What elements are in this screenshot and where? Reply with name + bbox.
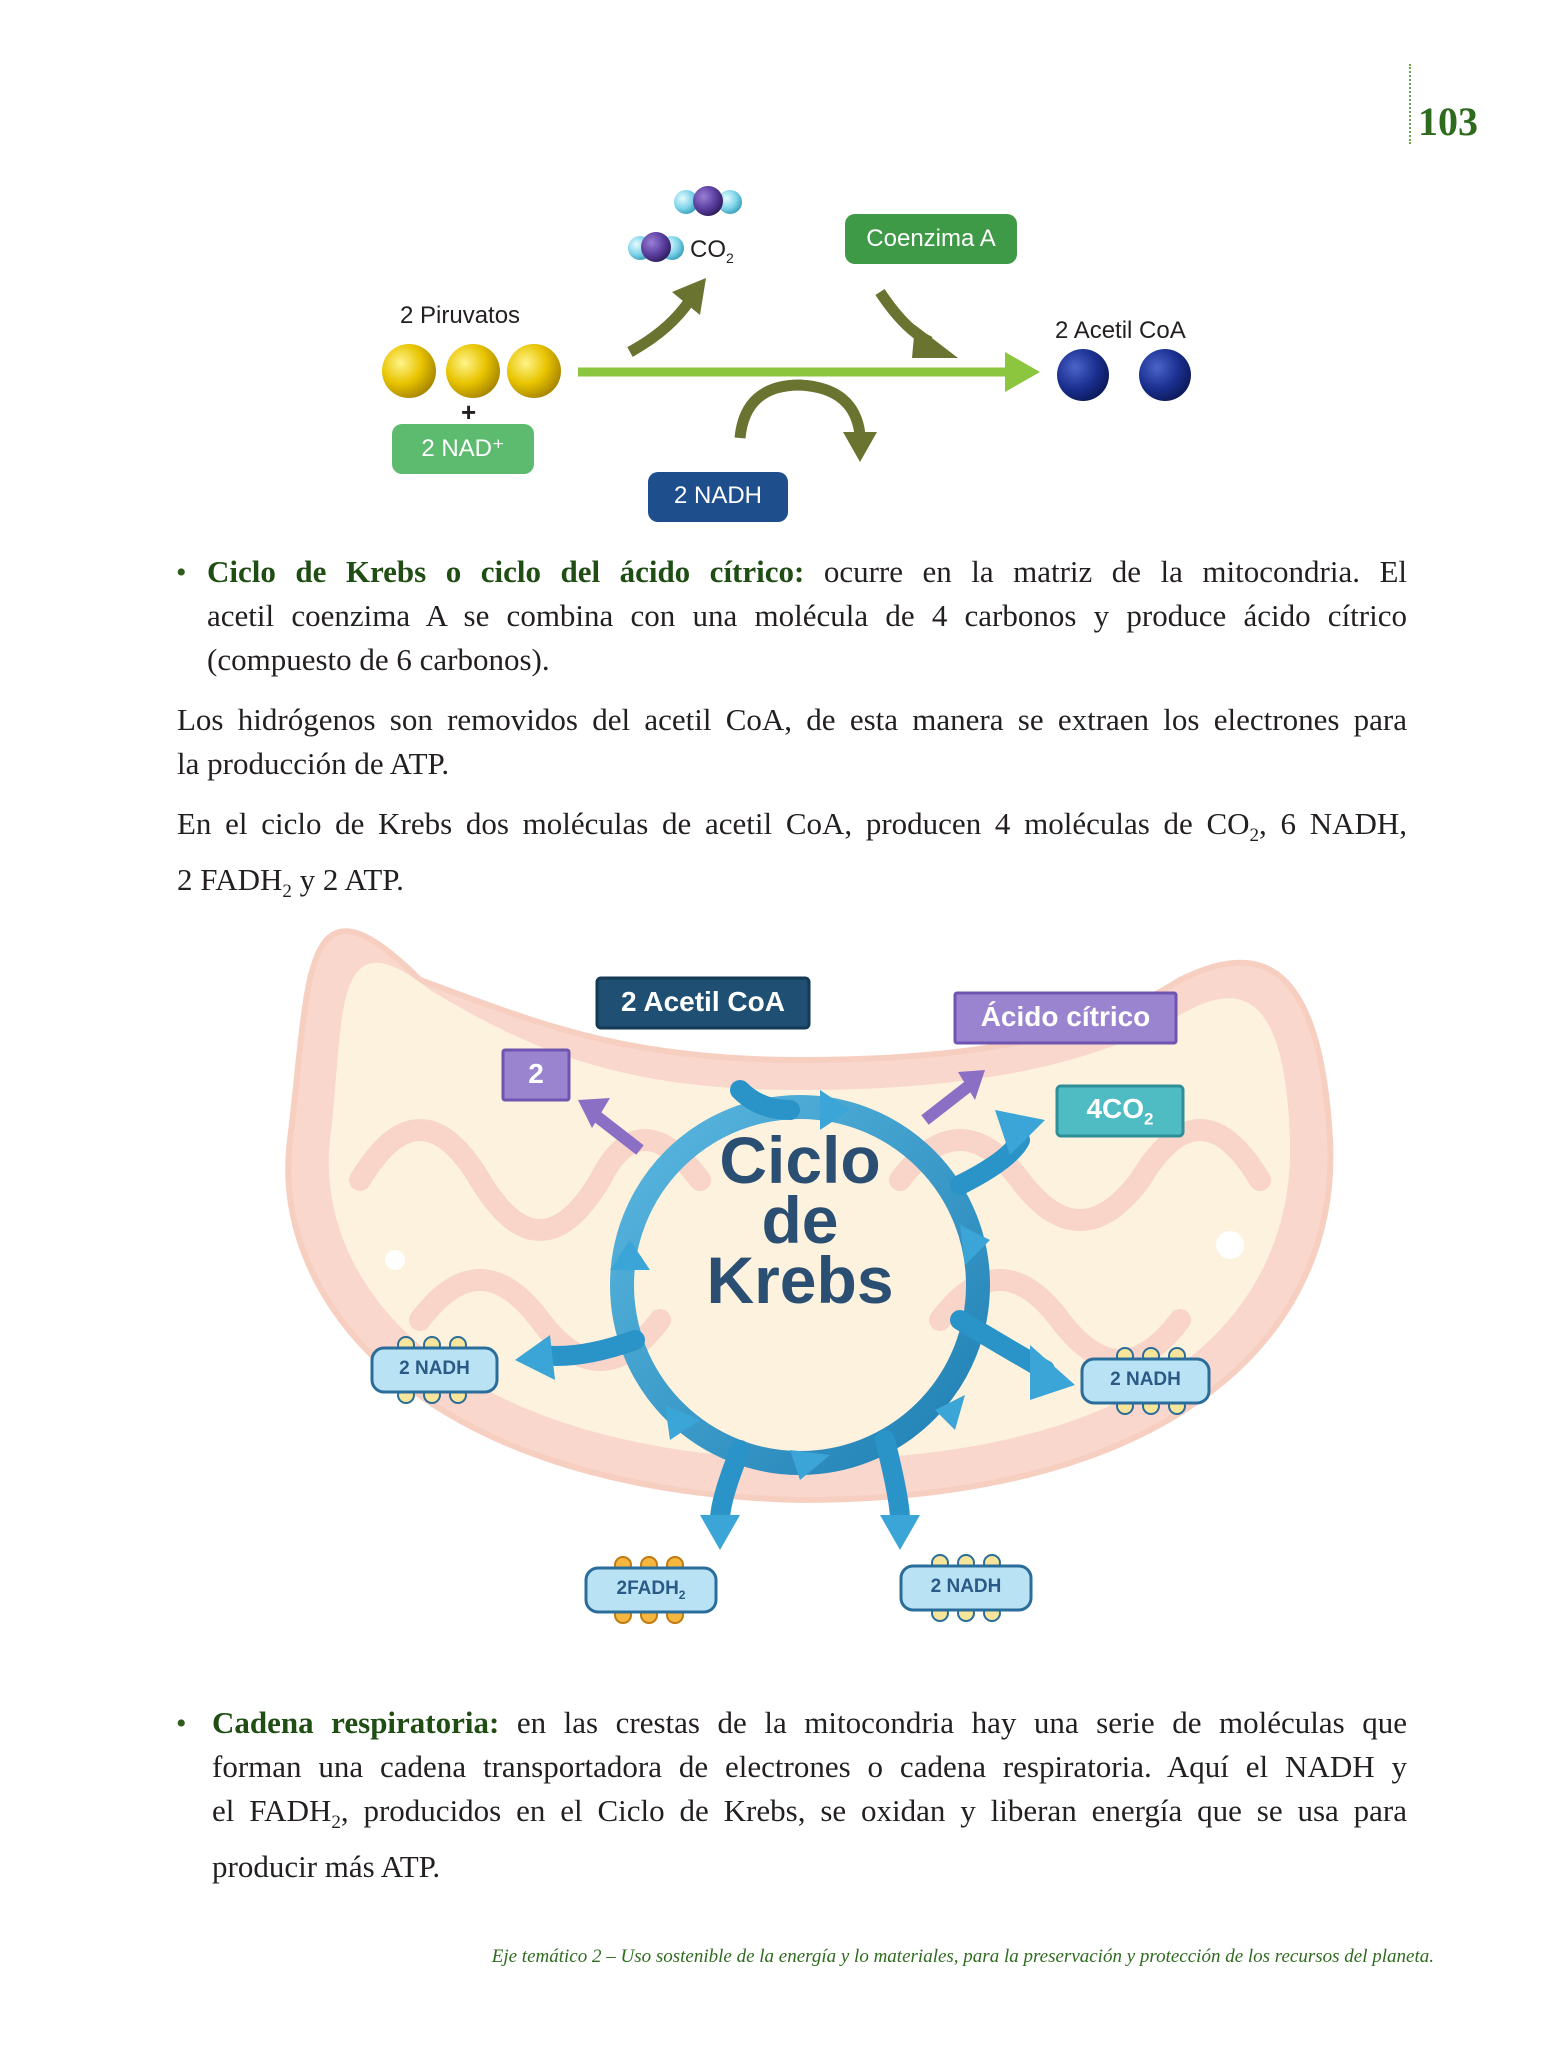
co2-box bbox=[1055, 1084, 1185, 1138]
fadh-label: 2FADH2 bbox=[616, 1578, 686, 1602]
nadh-label: 2 NADH bbox=[673, 482, 763, 509]
respiratory-lead: Cadena respiratoria: bbox=[212, 1705, 500, 1740]
co2-label: CO2 bbox=[690, 236, 734, 266]
pyruvate-sphere bbox=[446, 344, 500, 398]
two-box bbox=[501, 1048, 571, 1102]
nadh-box bbox=[648, 472, 788, 522]
nadh-bottom-branch bbox=[875, 1430, 910, 1530]
co2-molecule bbox=[674, 186, 742, 216]
nadh-right-token bbox=[1080, 1347, 1211, 1415]
respiratory-chain-paragraph: Cadena respiratoria: en las crestas de l… bbox=[212, 1705, 1407, 1885]
ring-arrowhead bbox=[790, 1450, 830, 1480]
acetyl-coa-sphere bbox=[1139, 349, 1191, 401]
nad-label: 2 NAD⁺ bbox=[421, 435, 505, 462]
main-arrow-head bbox=[1005, 352, 1040, 392]
two-box-label: 2 bbox=[528, 1058, 544, 1089]
acetyl-entry-arrow bbox=[730, 1080, 800, 1120]
ring-arrowhead bbox=[820, 1090, 850, 1130]
nadh-left-arrowhead bbox=[515, 1335, 555, 1380]
co2-molecule bbox=[628, 232, 684, 262]
acetyl-coa-sphere bbox=[1057, 349, 1109, 401]
fadh-arrowhead bbox=[700, 1515, 740, 1550]
two-output-arrow bbox=[591, 1110, 644, 1155]
hydrogen-paragraph: Los hidrógenos son removidos del acetil … bbox=[177, 702, 1407, 781]
nadh-right-arrowhead bbox=[1030, 1345, 1075, 1400]
acetyl-coa-box-label: 2 Acetil CoA bbox=[621, 986, 785, 1017]
bullet-icon: • bbox=[176, 1707, 187, 1740]
nad-box bbox=[392, 424, 534, 474]
co2-arrowhead bbox=[995, 1110, 1045, 1155]
nadh-bottom-arrowhead bbox=[880, 1515, 920, 1550]
pyruvate-oxidation-diagram bbox=[382, 186, 1191, 522]
pyruvate-sphere bbox=[382, 344, 436, 398]
acetyl-coa-box bbox=[595, 976, 811, 1030]
acetyl-coa-label: 2 Acetil CoA bbox=[1055, 317, 1186, 344]
fadh-token bbox=[584, 1556, 718, 1624]
citric-output-arrow bbox=[921, 1080, 974, 1125]
pyruvate-sphere bbox=[507, 344, 561, 398]
nadh-bottom-token bbox=[899, 1554, 1033, 1622]
co2-box-label: 4CO2 bbox=[1086, 1093, 1154, 1129]
ring-arrowhead bbox=[610, 1240, 650, 1270]
bullet-icon: • bbox=[176, 556, 187, 589]
nadh-left-label: 2 NADH bbox=[399, 1358, 470, 1379]
plus-sign: + bbox=[461, 397, 477, 427]
krebs-paragraph: Ciclo de Krebs o ciclo del ácido cítrico… bbox=[207, 554, 1408, 677]
page-number-rule bbox=[1409, 64, 1411, 144]
pyruvates-label: 2 Piruvatos bbox=[400, 302, 521, 329]
ring-arrowhead bbox=[935, 1395, 965, 1430]
ring-arrowhead bbox=[960, 1225, 990, 1265]
ring-arrowhead bbox=[665, 1405, 700, 1440]
page-number: 103 bbox=[1418, 99, 1478, 144]
nad-reduction-arrow bbox=[734, 379, 866, 439]
nadh-right-label: 2 NADH bbox=[1110, 1369, 1181, 1390]
co2-release-arrow bbox=[627, 296, 695, 357]
page-footer: Eje temático 2 – Uso sostenible de la en… bbox=[491, 1946, 1434, 1967]
citric-acid-box-label: Ácido cítrico bbox=[980, 1001, 1151, 1032]
krebs-lead: Ciclo de Krebs o ciclo del ácido cítrico… bbox=[207, 554, 805, 589]
krebs-products-paragraph: En el ciclo de Krebs dos moléculas de ac… bbox=[177, 806, 1407, 903]
krebs-cycle-diagram bbox=[285, 928, 1334, 1624]
citric-acid-box bbox=[953, 991, 1178, 1045]
coenzyme-label: Coenzima A bbox=[866, 225, 996, 252]
nadh-left-token bbox=[370, 1336, 499, 1404]
nadh-bottom-label: 2 NADH bbox=[930, 1576, 1002, 1597]
krebs-cycle-title: Ciclo de Krebs bbox=[706, 1123, 894, 1317]
coenzyme-box bbox=[845, 214, 1017, 264]
